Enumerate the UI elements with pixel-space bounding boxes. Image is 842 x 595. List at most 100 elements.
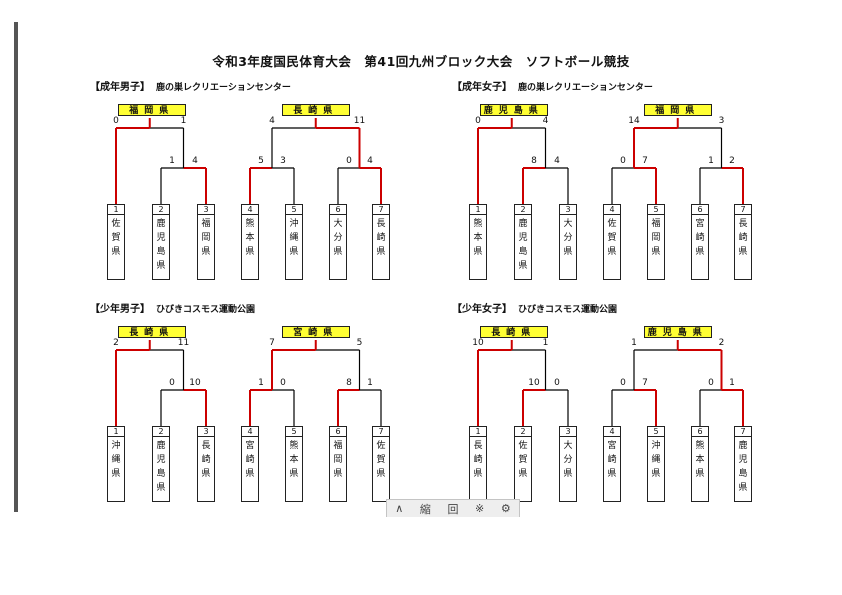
final-score-left: 10	[472, 338, 484, 348]
final-score-left: 0	[475, 116, 481, 126]
team-number: 7	[735, 205, 751, 215]
team-name: 鹿児島県	[518, 219, 528, 271]
team-number: 7	[373, 427, 389, 437]
pool-score-right: 11	[353, 116, 366, 126]
section-heading: 【成年男子】鹿の巣レクリエーションセンター	[90, 78, 291, 93]
team-box: 7 佐賀県	[372, 426, 390, 502]
team-box: 6 福岡県	[329, 426, 347, 502]
team-number: 4	[242, 205, 258, 215]
team-name: 佐賀県	[376, 441, 386, 479]
team-box: 1 長崎県	[469, 426, 487, 502]
semi-score-left: 10	[528, 378, 540, 388]
team-name: 宮崎県	[607, 441, 617, 479]
team-name: 熊本県	[245, 219, 255, 257]
section-venue: ひびきコスモス運動公園	[518, 305, 618, 315]
semi-score-left: 8	[346, 378, 352, 388]
page-title: 令和3年度国民体育大会 第41回九州ブロック大会 ソフトボール競技	[212, 54, 630, 69]
section-heading: 【少年男子】ひびきコスモス運動公園	[90, 300, 255, 315]
team-number: 1	[108, 427, 124, 437]
team-number: 4	[242, 427, 258, 437]
semi-score-right: 0	[554, 378, 560, 388]
team-box: 3 長崎県	[197, 426, 215, 502]
team-number: 3	[560, 205, 576, 215]
semi-score-right: 0	[280, 378, 286, 388]
team-number: 7	[735, 427, 751, 437]
pool-score-left: 4	[269, 116, 275, 126]
team-box: 4 熊本県	[241, 204, 259, 280]
semi-score-right: 4	[367, 156, 373, 166]
team-name: 沖縄県	[111, 441, 121, 479]
team-name: 長崎県	[376, 219, 386, 257]
semi-score-left: 8	[531, 156, 537, 166]
section-label: 【少年女子】	[452, 304, 512, 315]
team-name: 大分県	[333, 219, 343, 257]
left-edge-bar	[14, 22, 18, 512]
team-name: 長崎県	[201, 441, 211, 479]
team-box: 7 長崎県	[372, 204, 390, 280]
section-label: 【成年男子】	[90, 82, 150, 93]
team-box: 2 鹿児島県	[514, 204, 532, 280]
team-name: 大分県	[563, 219, 573, 257]
team-number: 1	[108, 205, 124, 215]
team-number: 5	[648, 205, 664, 215]
section-venue: 鹿の巣レクリエーションセンター	[156, 83, 291, 93]
section-label: 【成年女子】	[452, 82, 512, 93]
team-name: 長崎県	[473, 441, 483, 479]
team-name: 鹿児島県	[738, 441, 748, 493]
team-name: 沖縄県	[289, 219, 299, 257]
semi-score-right: 4	[554, 156, 560, 166]
annotation-button[interactable]: ※	[475, 502, 485, 515]
team-name: 福岡県	[651, 219, 661, 257]
semi-score-right: 2	[729, 156, 735, 166]
team-box: 3 大分県	[559, 204, 577, 280]
final-score-right: 1	[542, 338, 549, 348]
team-number: 2	[153, 427, 169, 437]
team-number: 1	[470, 205, 486, 215]
pool-score-left: 1	[631, 338, 637, 348]
team-number: 7	[373, 205, 389, 215]
team-name: 鹿児島県	[156, 219, 166, 271]
final-score-right: 11	[177, 338, 190, 348]
team-number: 5	[286, 427, 302, 437]
section-label: 【少年男子】	[90, 304, 150, 315]
scroll-up-icon[interactable]: ∧	[395, 502, 404, 515]
team-number: 3	[198, 427, 214, 437]
team-name: 福岡県	[333, 441, 343, 479]
final-score-left: 2	[113, 338, 119, 348]
team-number: 2	[515, 205, 531, 215]
semi-score-left: 5	[258, 156, 264, 166]
settings-icon[interactable]: ⚙	[500, 502, 511, 515]
team-number: 3	[560, 427, 576, 437]
pool-score-left: 14	[628, 116, 640, 126]
print-button[interactable]: 回	[447, 502, 459, 516]
champion-banner: 福岡県	[117, 104, 186, 116]
pool-score-right: 3	[718, 116, 725, 126]
pool-score-left: 7	[269, 338, 275, 348]
viewer-toolbar: ∧ 縮 回 ※ ⚙	[386, 499, 520, 517]
section-heading: 【成年女子】鹿の巣レクリエーションセンター	[452, 78, 653, 93]
zoom-button[interactable]: 縮	[419, 502, 431, 516]
section-heading: 【少年女子】ひびきコスモス運動公園	[452, 300, 617, 315]
team-box: 5 福岡県	[647, 204, 665, 280]
semi-score-right: 1	[367, 378, 373, 388]
final-score-right: 1	[180, 116, 187, 126]
team-number: 6	[330, 427, 346, 437]
champion-banner: 長崎県	[117, 326, 186, 338]
team-number: 6	[692, 205, 708, 215]
team-number: 1	[470, 427, 486, 437]
champion-banner: 鹿児島県	[479, 104, 548, 116]
semi-score-left: 0	[620, 156, 626, 166]
team-name: 佐賀県	[607, 219, 617, 257]
